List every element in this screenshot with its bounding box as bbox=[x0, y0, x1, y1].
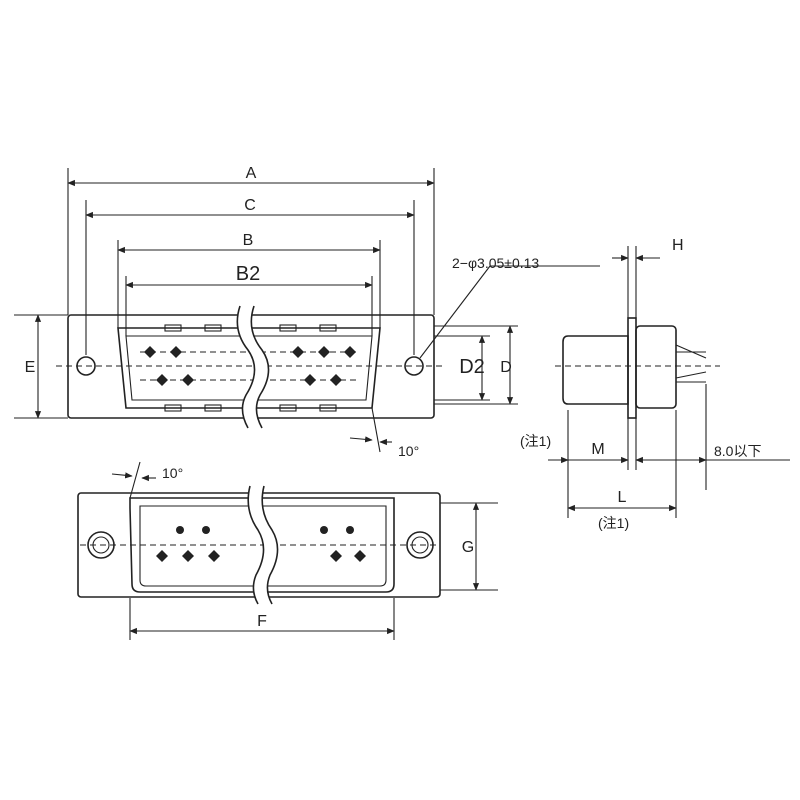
contact-pin bbox=[330, 550, 342, 562]
note-left: (注1) bbox=[520, 433, 551, 449]
contact-pin bbox=[304, 374, 316, 386]
dim-label-d: D bbox=[500, 359, 512, 376]
angle-label-front: 10° bbox=[398, 443, 419, 459]
rear-pin-array bbox=[156, 526, 366, 562]
rear-view bbox=[77, 485, 441, 605]
contact-pin bbox=[202, 526, 210, 534]
contact-pin bbox=[182, 374, 194, 386]
front-view bbox=[56, 305, 446, 429]
contact-pin bbox=[144, 346, 156, 358]
dim-label-b: B bbox=[243, 232, 254, 249]
note-bottom: (注1) bbox=[598, 515, 629, 531]
contact-pin bbox=[344, 346, 356, 358]
contact-pin bbox=[182, 550, 194, 562]
side-view: H M (注1) 8.0以下 L (注1) bbox=[520, 237, 790, 531]
dim-label-g: G bbox=[462, 539, 474, 556]
contact-pin bbox=[292, 346, 304, 358]
dim-label-f: F bbox=[257, 613, 267, 630]
contact-pin bbox=[354, 550, 366, 562]
contact-pin bbox=[346, 526, 354, 534]
dim-label-l: L bbox=[618, 489, 627, 506]
front-dimensions: A C B B2 E D2 D 2−φ3.05±0.13 bbox=[14, 165, 600, 459]
hole-spec-note: 2−φ3.05±0.13 bbox=[452, 255, 539, 271]
angle-label-rear: 10° bbox=[162, 465, 183, 481]
lead-length-label: 8.0以下 bbox=[714, 443, 761, 459]
dim-label-m: M bbox=[591, 441, 604, 458]
contact-pin bbox=[330, 374, 342, 386]
contact-pin bbox=[156, 550, 168, 562]
dim-label-h: H bbox=[672, 237, 684, 254]
rear-dimensions: G F 10° bbox=[111, 461, 498, 640]
front-pin-array bbox=[144, 346, 356, 386]
dim-label-c: C bbox=[244, 197, 256, 214]
contact-pin bbox=[318, 346, 330, 358]
dim-label-b2: B2 bbox=[236, 263, 260, 285]
contact-pin bbox=[176, 526, 184, 534]
dim-label-d2: D2 bbox=[459, 356, 485, 378]
contact-pin bbox=[208, 550, 220, 562]
contact-pin bbox=[320, 526, 328, 534]
dim-label-e: E bbox=[25, 359, 36, 376]
contact-pin bbox=[156, 374, 168, 386]
mount-hole-right bbox=[404, 356, 424, 376]
dim-label-a: A bbox=[246, 165, 257, 182]
contact-pin bbox=[170, 346, 182, 358]
